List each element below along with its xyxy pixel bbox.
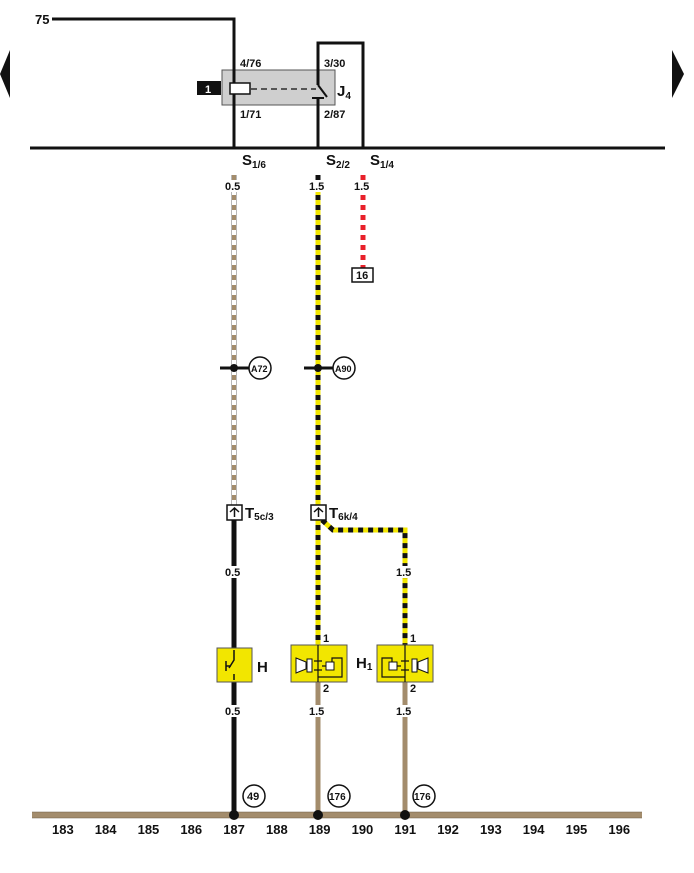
relay-pin-4-76: 4/76 — [240, 58, 261, 70]
cross-section-label: 1.5 — [396, 567, 411, 579]
cross-section-label: 0.5 — [225, 181, 240, 193]
connector-t5c-3[interactable]: T5c/3 — [226, 504, 274, 523]
relay-pin-3-30: 3/30 — [324, 58, 345, 70]
track-number: 192 — [437, 822, 459, 837]
pin-label: 2 — [323, 683, 329, 695]
reference-box-16[interactable] — [351, 267, 374, 283]
connector-t6k-4[interactable]: T6k/4 — [310, 504, 358, 523]
track-number: 183 — [52, 822, 74, 837]
track-number: 189 — [309, 822, 331, 837]
pin-label: 1 — [410, 633, 416, 645]
wire-relay-loop — [316, 41, 365, 148]
track-number: 190 — [352, 822, 374, 837]
ground-node — [313, 810, 323, 820]
track-number: 186 — [180, 822, 202, 837]
junction-a72[interactable]: A72 — [220, 356, 272, 380]
horn-button-h[interactable] — [216, 647, 253, 683]
horn-h1-label: H1 — [356, 655, 373, 673]
cross-section-label: 0.5 — [225, 706, 240, 718]
relay-pin-1-71: 1/71 — [240, 109, 261, 121]
track-number: 196 — [608, 822, 630, 837]
fuse-s1-4-label: S1/4 — [370, 152, 394, 171]
cross-section-label: 1.5 — [354, 181, 369, 193]
relay-pin-2-87: 2/87 — [324, 109, 345, 121]
svg-text:A72: A72 — [251, 364, 268, 374]
track-number: 194 — [523, 822, 545, 837]
wire-s1-6-brown-white[interactable] — [231, 175, 237, 815]
svg-text:176: 176 — [329, 792, 346, 803]
reference-16-text: 16 — [356, 270, 368, 282]
fuse-s2-2-label: S2/2 — [326, 152, 350, 171]
svg-text:T6k/4: T6k/4 — [329, 505, 358, 523]
pin-label: 1 — [323, 633, 329, 645]
fuse-s1-6-label: S1/6 — [242, 152, 266, 171]
cross-section-label: 1.5 — [309, 706, 324, 718]
horn-h1-right[interactable] — [376, 644, 434, 683]
ground-node — [400, 810, 410, 820]
relay-badge-text: 1 — [205, 84, 211, 96]
track-number: 195 — [566, 822, 588, 837]
next-page-arrow-icon[interactable] — [672, 50, 684, 98]
junction-a90[interactable]: A90 — [304, 356, 356, 380]
track-number-scale: 183 184 185 186 187 188 189 190 191 192 193 194 195 1… — [52, 822, 630, 837]
track-number: 188 — [266, 822, 288, 837]
svg-text:176: 176 — [414, 792, 431, 803]
ground-ref-176[interactable]: 176 — [327, 784, 351, 808]
relay-label: J4 — [337, 83, 351, 102]
cross-section-label: 1.5 — [309, 181, 324, 193]
terminal-75-label: 75 — [35, 12, 49, 27]
svg-text:49: 49 — [247, 791, 259, 803]
track-number: 193 — [480, 822, 502, 837]
previous-page-arrow-icon[interactable] — [0, 50, 10, 98]
cross-section-label: 0.5 — [225, 567, 240, 579]
wire-s2-2-yellow-black[interactable] — [315, 175, 408, 815]
wire-75 — [52, 17, 236, 70]
relay-j4[interactable] — [221, 60, 336, 148]
track-number: 185 — [138, 822, 160, 837]
svg-text:T5c/3: T5c/3 — [245, 505, 274, 523]
ground-ref-49[interactable]: 49 — [242, 784, 266, 808]
ground-ref-176[interactable]: 176 — [412, 784, 436, 808]
track-number: 191 — [394, 822, 416, 837]
track-number: 184 — [95, 822, 117, 837]
ground-node — [229, 810, 239, 820]
svg-text:A90: A90 — [335, 364, 352, 374]
track-number: 187 — [223, 822, 245, 837]
pin-label: 2 — [410, 683, 416, 695]
cross-section-label: 1.5 — [396, 706, 411, 718]
horn-button-label: H — [257, 659, 268, 676]
horn-h1-left[interactable] — [290, 644, 348, 683]
relay-position-badge — [197, 81, 221, 95]
